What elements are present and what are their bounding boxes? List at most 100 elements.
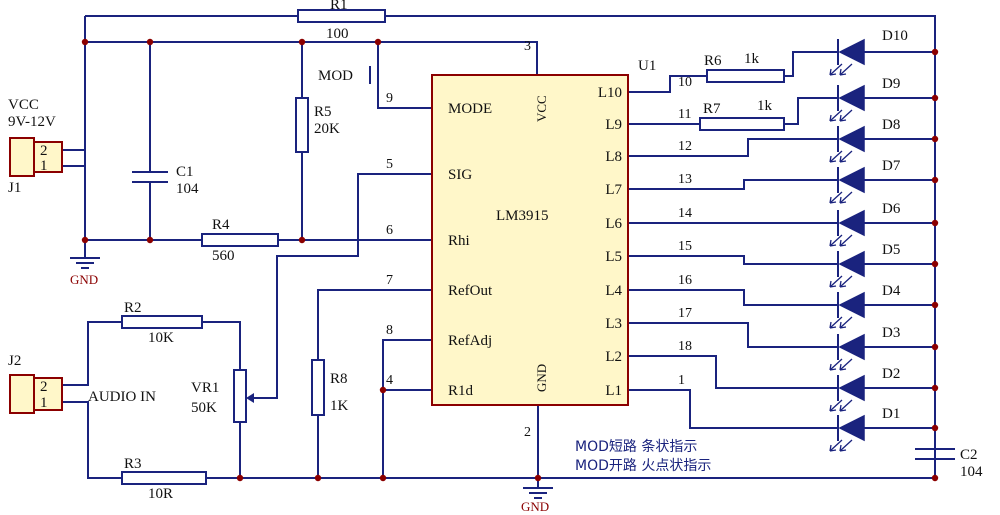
led-d5: D5: [829, 242, 900, 288]
ic-pin-number-4: 4: [386, 373, 393, 388]
j2-name: J2: [8, 353, 21, 369]
ic-pin-number-1: 1: [678, 373, 685, 388]
led-d9: D9: [829, 76, 900, 122]
ic-pin-vcc-number: 3: [524, 39, 531, 54]
resistor-r6: R6 1k: [704, 51, 785, 83]
c2-name: C2: [960, 447, 978, 463]
connector-j2: 2 1 J2 AUDIO IN: [8, 353, 156, 414]
ic-pin-number-17: 17: [678, 306, 692, 321]
led-label: D5: [882, 242, 900, 258]
led-label: D10: [882, 28, 908, 44]
ic-pin-label-l4: L4: [605, 283, 622, 299]
vr1-name: VR1: [191, 380, 219, 396]
led-icon: [829, 414, 865, 452]
led-label: D1: [882, 406, 900, 422]
ic-pin-label-l3: L3: [605, 316, 622, 332]
c1-name: C1: [176, 164, 194, 180]
capacitor-c1: C1 104: [132, 164, 199, 197]
resistor-icon: [699, 117, 785, 131]
r1-name: R1: [330, 0, 348, 13]
ic-pin-number-14: 14: [678, 206, 692, 221]
j2-pin2: 2: [40, 379, 48, 395]
led-d3: D3: [829, 325, 900, 371]
c1-value: 104: [176, 181, 199, 197]
led-icon: [829, 166, 865, 204]
ic-vcc-label: VCC: [534, 95, 549, 122]
ic-pin-label-l2: L2: [605, 349, 622, 365]
resistor-icon: [121, 471, 207, 485]
ic-pin-label-rhi: Rhi: [448, 233, 470, 249]
led-icon: [829, 250, 865, 288]
led-d6: D6: [829, 201, 901, 247]
led-d2: D2: [829, 366, 900, 412]
connector-icon: [9, 374, 35, 414]
j1-label-line2: 9V-12V: [8, 114, 56, 130]
led-d10: D10: [829, 28, 908, 76]
ic-pin-label-l1: L1: [605, 383, 622, 399]
resistor-r3: R3 10R: [121, 456, 207, 502]
switch-icon: [369, 60, 379, 90]
junction-dots: [81, 38, 939, 482]
note-bar-mode: MOD短路 条状指示: [575, 438, 697, 455]
ic-designator: U1: [638, 58, 656, 74]
ic-pin-label-refout: RefOut: [448, 283, 493, 299]
ic-pin-number-15: 15: [678, 239, 692, 254]
led-icon: [829, 125, 865, 163]
wires: [62, 15, 936, 488]
resistor-icon: [201, 233, 279, 247]
led-label: D2: [882, 366, 900, 382]
ground-2: GND: [521, 487, 553, 514]
led-icon: [829, 84, 865, 122]
resistor-r4: R4 560: [201, 217, 279, 264]
ic-icon: [431, 74, 629, 406]
ic-pin-label-l8: L8: [605, 149, 622, 165]
ic-pin-number-9: 9: [386, 91, 393, 106]
resistor-icon: [297, 9, 386, 23]
ic-pin-label-l6: L6: [605, 216, 622, 232]
led-icon: [829, 374, 865, 412]
ic-pin-number-13: 13: [678, 172, 692, 187]
mod-switch: MOD: [318, 60, 379, 90]
ic-pin-gnd-number: 2: [524, 425, 531, 440]
r1-value: 100: [326, 26, 349, 42]
ic-pin-label-l9: L9: [605, 117, 622, 133]
led-icon: [829, 291, 865, 329]
mod-label: MOD: [318, 68, 353, 84]
ic-pin-number-8: 8: [386, 323, 393, 338]
ic-pin-label-r1d: R1d: [448, 383, 474, 399]
r3-value: 10R: [148, 486, 173, 502]
ground-icon: [70, 257, 100, 269]
ic-pin-label-l5: L5: [605, 249, 622, 265]
ic-pin-label-refadj: RefAdj: [448, 333, 492, 349]
potentiometer-vr1: VR1 50K: [191, 369, 258, 423]
capacitor-icon: [132, 171, 168, 183]
j1-label-line1: VCC: [8, 97, 39, 113]
led-icon: [829, 209, 865, 247]
led-d8: D8: [829, 117, 900, 163]
audio-in-label: AUDIO IN: [88, 389, 156, 405]
ic-pin-number-18: 18: [678, 339, 692, 354]
resistor-r1: R1 100: [297, 0, 386, 42]
r4-value: 560: [212, 248, 235, 264]
r3-name: R3: [124, 456, 142, 472]
ic-name: LM3915: [496, 208, 549, 224]
ic-u1: U1 LM3915 VCC GND 3 2: [431, 39, 656, 440]
resistor-icon: [311, 359, 325, 416]
j1-pin2: 2: [40, 143, 48, 159]
ic-pin-number-6: 6: [386, 223, 393, 238]
resistor-icon: [121, 315, 203, 329]
ic-pin-number-12: 12: [678, 139, 692, 154]
ic-pin-label-l7: L7: [605, 182, 622, 198]
led-label: D7: [882, 158, 901, 174]
resistor-r2: R2 10K: [121, 300, 203, 346]
ic-pin-label-sig: SIG: [448, 167, 472, 183]
led-d1: D1: [829, 406, 900, 452]
r6-value: 1k: [744, 51, 760, 67]
r2-name: R2: [124, 300, 142, 316]
capacitor-icon: [915, 448, 955, 460]
mode-notes: MOD短路 条状指示 MOD开路 火点状指示: [575, 438, 711, 474]
